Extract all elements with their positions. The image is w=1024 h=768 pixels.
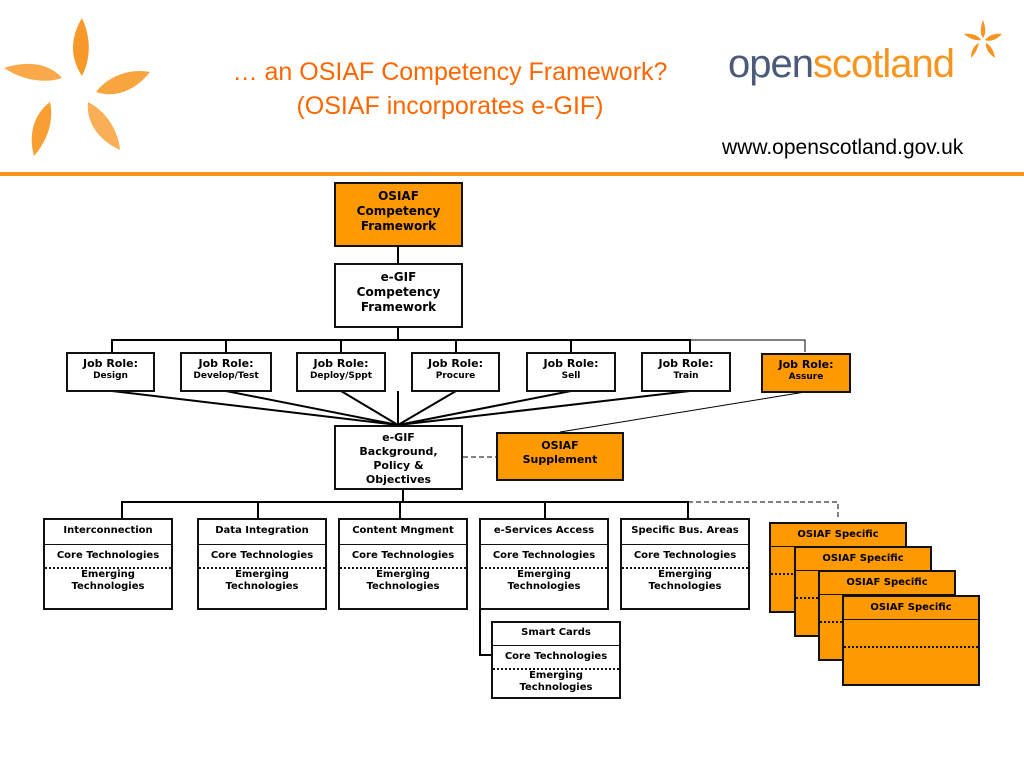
background-line-2: Background,	[359, 445, 438, 458]
job-role-label: Job Role:	[82, 357, 138, 370]
category-title: Data Integration	[199, 520, 325, 545]
emerging-line-2: Technologies	[366, 581, 440, 592]
job-role-deploy-sppt: Job Role: Deploy/Sppt	[296, 352, 386, 392]
osiaf-specific-core	[844, 620, 978, 648]
egif-line-2: Competency	[356, 285, 441, 299]
emerging-line-1: Emerging	[235, 569, 289, 580]
emerging-line-2: Technologies	[648, 581, 722, 592]
job-role-procure: Job Role: Procure	[411, 352, 500, 392]
title-line-2: (OSIAF incorporates e-GIF)	[296, 92, 604, 120]
osiaf-specific-title: OSIAF Specific	[796, 548, 930, 571]
egif-line-1: e-GIF	[380, 270, 417, 284]
job-role-design: Job Role: Design	[66, 352, 155, 392]
emerging-line-2: Technologies	[507, 581, 581, 592]
wordmark-star-icon	[964, 20, 1002, 58]
osiaf-competency-framework-box: OSIAF Competency Framework	[334, 182, 463, 247]
core-technologies: Core Technologies	[622, 545, 748, 569]
osiaf-supplement-box: OSIAF Supplement	[496, 432, 624, 481]
supplement-line-1: OSIAF	[541, 439, 579, 452]
osiaf-line-1: OSIAF	[378, 189, 419, 203]
background-line-1: e-GIF	[382, 431, 415, 444]
category-e-services-access: e-Services Access Core Technologies Emer…	[479, 518, 609, 610]
website-url[interactable]: www.openscotland.gov.uk	[722, 136, 964, 159]
category-interconnection: Interconnection Core Technologies Emergi…	[43, 518, 173, 610]
emerging-line-1: Emerging	[517, 569, 571, 580]
job-role-label: Job Role:	[543, 357, 599, 370]
job-role-label: Job Role:	[658, 357, 714, 370]
category-title: e-Services Access	[481, 520, 607, 545]
emerging-line-1: Emerging	[81, 569, 135, 580]
core-technologies: Core Technologies	[340, 545, 466, 569]
osiaf-line-2: Competency	[356, 204, 441, 218]
job-role-train: Job Role: Train	[641, 352, 731, 392]
job-role-name: Design	[93, 371, 128, 381]
category-smart-cards: Smart Cards Core Technologies Emerging T…	[491, 621, 621, 699]
egif-competency-framework-box: e-GIF Competency Framework	[334, 263, 463, 328]
job-role-label: Job Role:	[778, 358, 834, 371]
header-divider	[0, 172, 1024, 176]
background-line-3: Policy &	[373, 459, 424, 472]
wordmark-scotland: scotland	[812, 42, 955, 86]
osiaf-specific-title: OSIAF Specific	[771, 524, 905, 547]
job-role-name: Train	[673, 371, 699, 381]
category-title: Content Mngment	[340, 520, 466, 545]
job-role-develop-test: Job Role: Develop/Test	[180, 352, 272, 392]
job-role-label: Job Role:	[427, 357, 483, 370]
job-role-name: Sell	[561, 371, 581, 381]
osiaf-specific-card-4: OSIAF Specific	[842, 595, 980, 686]
job-role-assure: Job Role: Assure	[761, 353, 851, 393]
emerging-line-2: Technologies	[519, 682, 593, 693]
osiaf-line-3: Framework	[360, 219, 437, 233]
emerging-line-1: Emerging	[376, 569, 430, 580]
open-scotland-star-logo	[4, 18, 150, 156]
category-content-mngment: Content Mngment Core Technologies Emergi…	[338, 518, 468, 610]
category-title: Specific Bus. Areas	[622, 520, 748, 545]
job-role-name: Develop/Test	[193, 371, 259, 381]
job-role-label: Job Role:	[198, 357, 254, 370]
supplement-line-2: Supplement	[522, 453, 598, 466]
job-role-name: Procure	[435, 371, 476, 381]
category-specific-bus-areas: Specific Bus. Areas Core Technologies Em…	[620, 518, 750, 610]
core-technologies: Core Technologies	[45, 545, 171, 569]
job-role-name: Assure	[788, 372, 824, 382]
job-role-label: Job Role:	[313, 357, 369, 370]
osiaf-specific-title: OSIAF Specific	[844, 597, 978, 620]
job-role-sell: Job Role: Sell	[526, 352, 616, 392]
emerging-line-1: Emerging	[658, 569, 712, 580]
egif-background-policy-box: e-GIF Background, Policy & Objectives	[334, 425, 463, 490]
category-title: Smart Cards	[493, 623, 619, 646]
background-line-4: Objectives	[365, 473, 432, 486]
core-technologies: Core Technologies	[199, 545, 325, 569]
openscotland-wordmark: openscotland	[728, 42, 955, 87]
emerging-line-1: Emerging	[529, 670, 583, 681]
category-data-integration: Data Integration Core Technologies Emerg…	[197, 518, 327, 610]
title-line-1: … an OSIAF Competency Framework?	[232, 58, 668, 86]
category-title: Interconnection	[45, 520, 171, 545]
emerging-line-2: Technologies	[225, 581, 299, 592]
core-technologies: Core Technologies	[493, 646, 619, 670]
wordmark-open: open	[728, 42, 814, 86]
emerging-line-2: Technologies	[71, 581, 145, 592]
osiaf-specific-title: OSIAF Specific	[820, 572, 954, 595]
egif-line-3: Framework	[360, 300, 437, 314]
job-role-name: Deploy/Sppt	[309, 371, 373, 381]
core-technologies: Core Technologies	[481, 545, 607, 569]
